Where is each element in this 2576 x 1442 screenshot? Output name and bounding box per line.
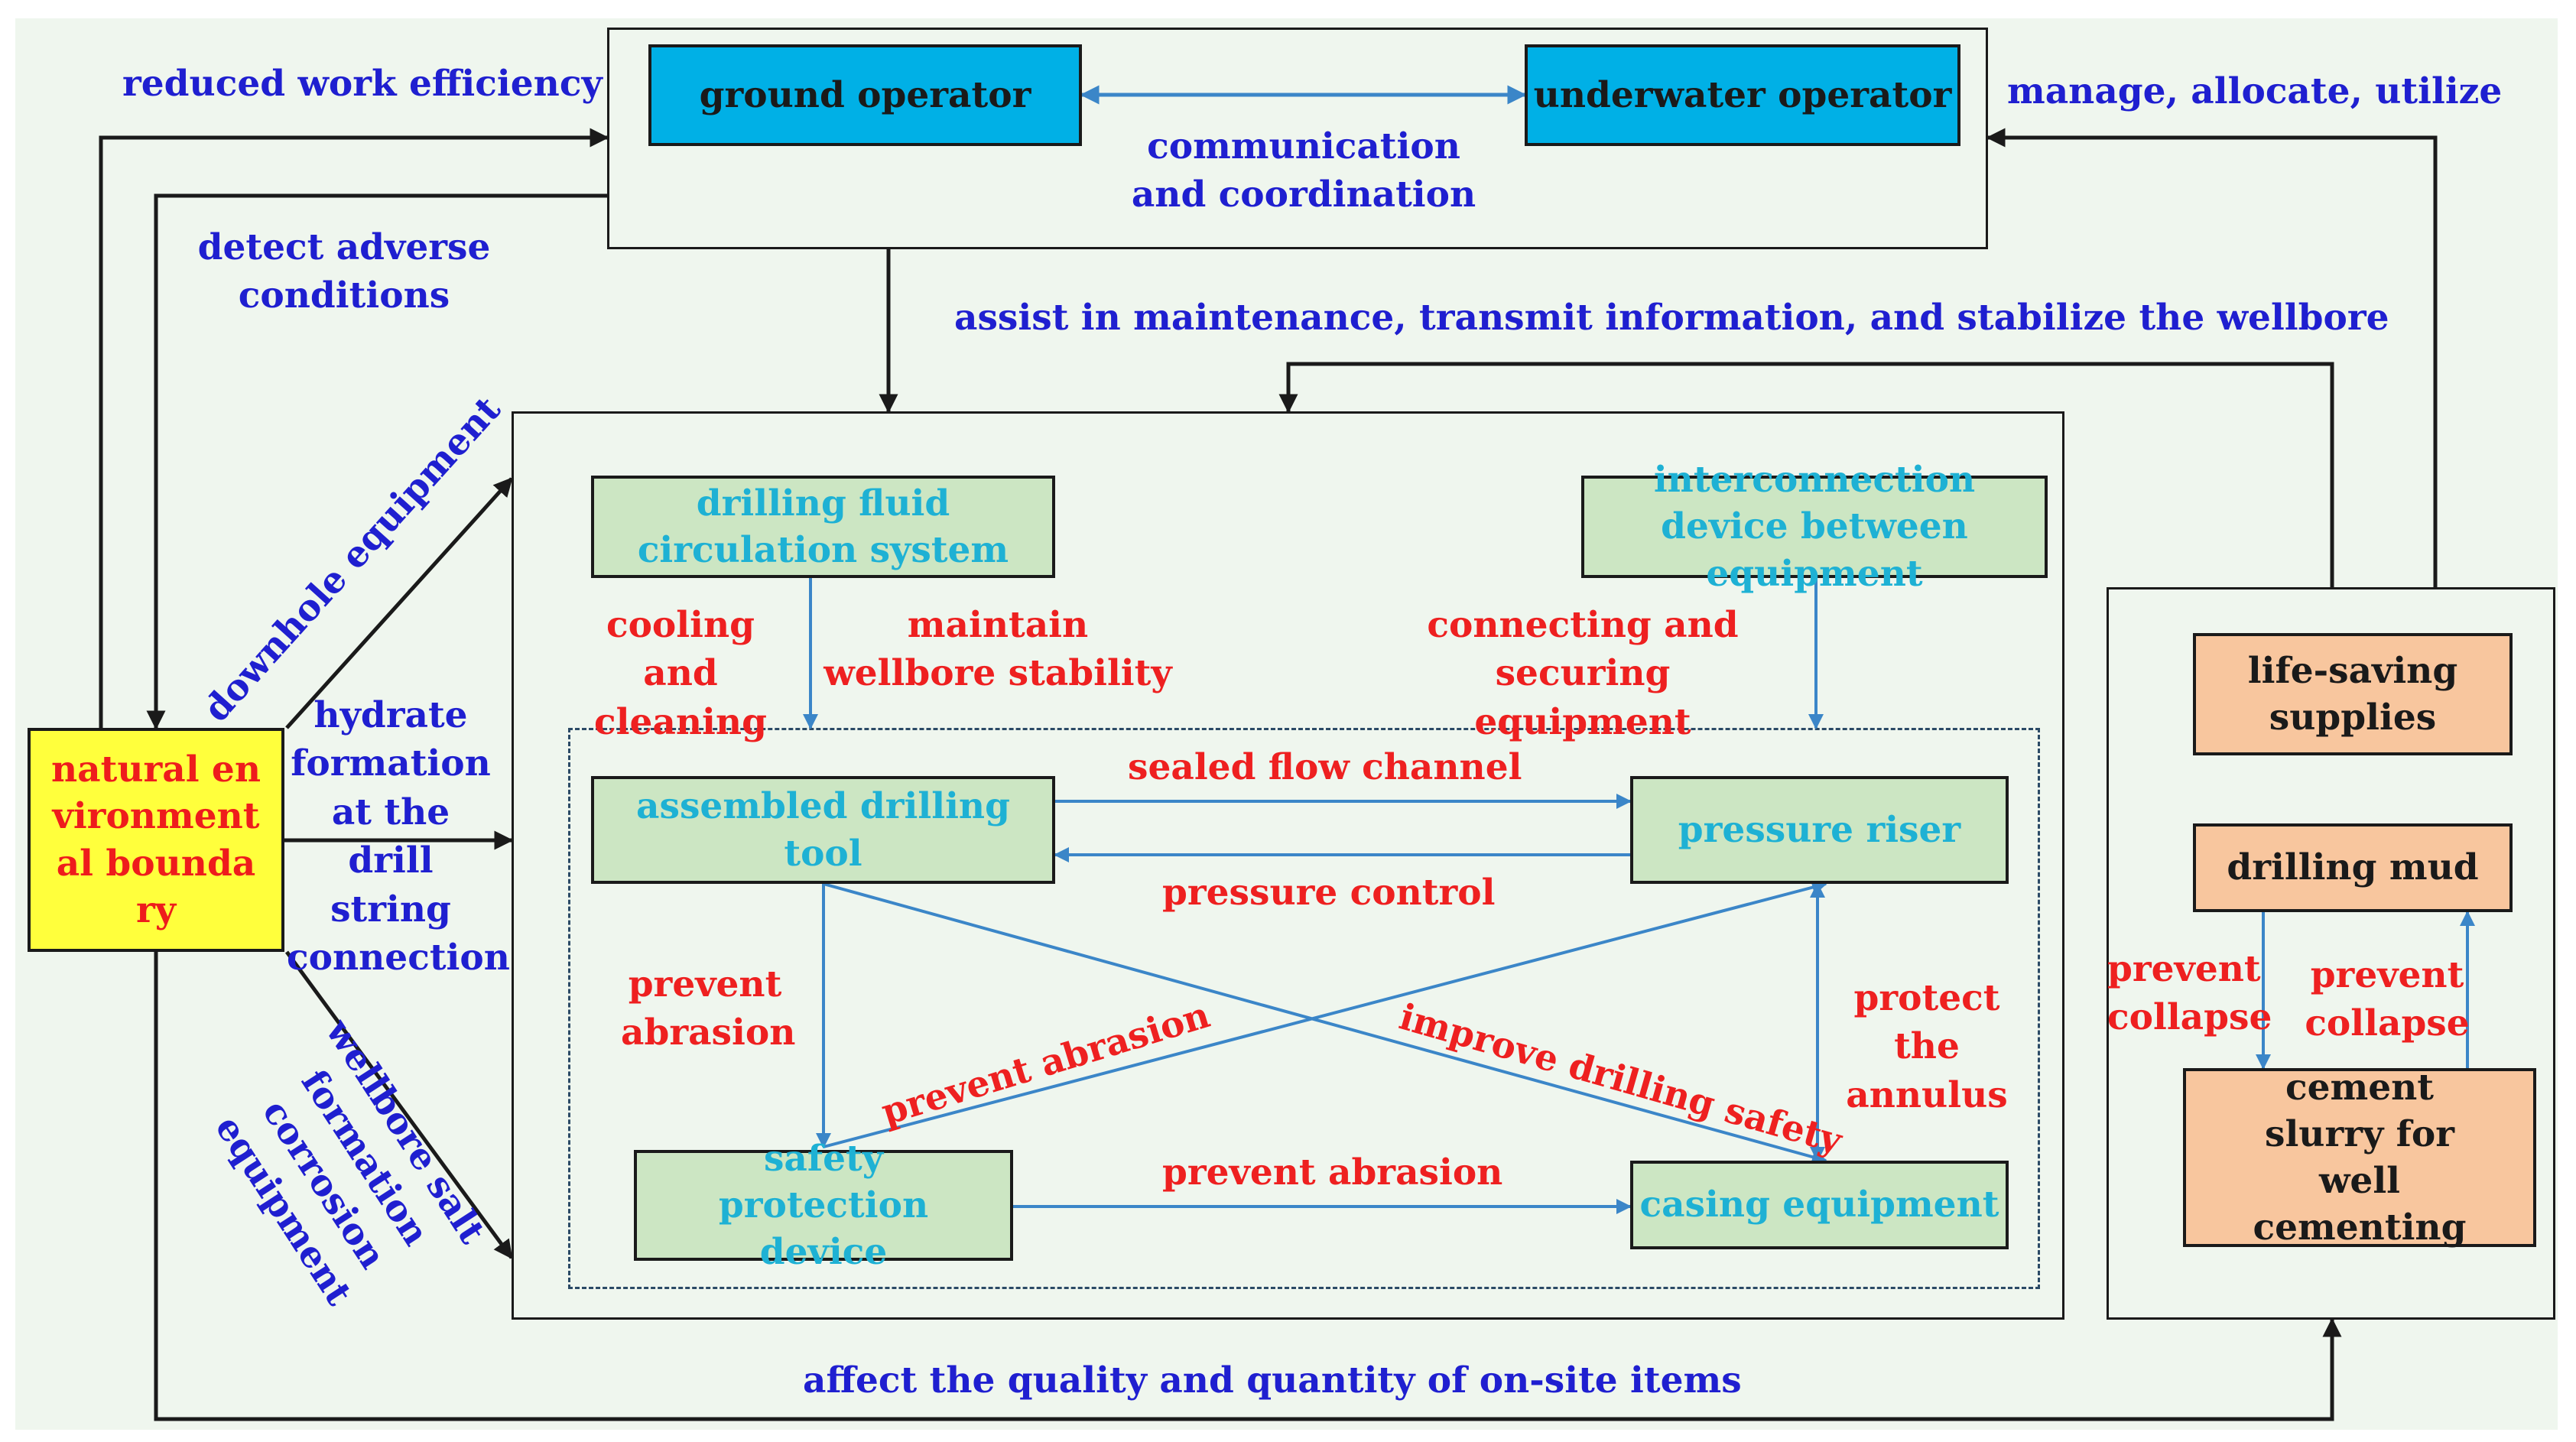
arrow-boundary-to-corrosion: [284, 950, 514, 1260]
arrow-supplies-to-equipment: [1278, 362, 2334, 587]
affect-quality-label: affect the quality and quantity of on-si…: [803, 1359, 1742, 1401]
drilling-mud-box: drilling mud: [2193, 823, 2513, 912]
diagram-background: [15, 18, 2558, 1430]
interconnection-label: interconnection device between equipment: [1653, 459, 1976, 595]
detect-label: detect adverse conditions: [197, 226, 491, 317]
communication-label: communication and coordination: [1131, 125, 1476, 216]
maintain-label: maintain wellbore stability: [823, 604, 1172, 695]
arrow-tool-to-casing: [823, 882, 1827, 1164]
drilling-fluid-box: drilling fluid circulation system: [591, 476, 1055, 578]
natural-boundary-label: natural environmental boundary: [50, 749, 261, 931]
manage-label: manage, allocate, utilize: [2007, 70, 2503, 112]
reduced-efficiency-label: reduced work efficiency: [122, 63, 603, 105]
pressure-control-label: pressure control: [1162, 872, 1496, 914]
prevent-collapse-left-label: prevent collapse: [2107, 948, 2272, 1039]
arrow-boundary-to-downhole: [285, 477, 513, 729]
underwater-operator-label: underwater operator: [1533, 73, 1952, 116]
assembled-tool-label: assembled drilling tool: [636, 785, 1010, 875]
interconnection-box: interconnection device between equipment: [1581, 459, 2048, 595]
casing-equipment-box: casing equipment: [1630, 1161, 2009, 1249]
arrow-operators-to-boundary: [146, 193, 607, 730]
protect-annulus-label: protect the annulus: [1846, 977, 2008, 1116]
arrow-boundary-to-operators: [99, 128, 609, 728]
safety-device-box: safety protection device: [634, 1138, 1013, 1273]
assist-label: assist in maintenance, transmit informat…: [954, 297, 2389, 339]
sealed-label: sealed flow channel: [1128, 746, 1522, 788]
prevent-abrasion-left-label: prevent abrasion: [621, 963, 796, 1054]
cooling-label: cooling and cleaning: [594, 604, 767, 743]
prevent-abrasion-bottom-label: prevent abrasion: [1162, 1151, 1503, 1194]
safety-device-label: safety protection device: [718, 1137, 929, 1274]
ground-operator-label: ground operator: [699, 73, 1031, 116]
natural-boundary-box: natural environmental boundary: [28, 728, 284, 952]
hydrate-label: hydrate formation at the drill string co…: [287, 694, 510, 979]
connecting-label: connecting and securing equipment: [1427, 604, 1739, 743]
ground-operator-box: ground operator: [648, 44, 1082, 146]
cement-slurry-box: cement slurry for well cementing: [2183, 1067, 2536, 1249]
arrow-supplies-to-operators: [1986, 128, 2438, 587]
arrow-boundary-to-supplies: [154, 952, 2342, 1421]
core-equipment-dashed-frame: [568, 728, 2040, 1289]
drilling-fluid-label: drilling fluid circulation system: [637, 482, 1009, 571]
prevent-collapse-right-label: prevent collapse: [2305, 954, 2470, 1045]
drilling-mud-label: drilling mud: [2227, 846, 2479, 889]
cement-slurry-label: cement slurry for well cementing: [2253, 1066, 2467, 1249]
arrow-safety-to-riser: [823, 879, 1827, 1148]
pressure-riser-label: pressure riser: [1678, 808, 1961, 851]
underwater-operator-box: underwater operator: [1525, 44, 1960, 146]
pressure-riser-box: pressure riser: [1630, 776, 2009, 884]
casing-equipment-label: casing equipment: [1639, 1184, 1999, 1226]
life-saving-label: life-saving supplies: [2247, 649, 2458, 739]
assembled-tool-box: assembled drilling tool: [591, 776, 1055, 884]
life-saving-box: life-saving supplies: [2193, 633, 2513, 755]
